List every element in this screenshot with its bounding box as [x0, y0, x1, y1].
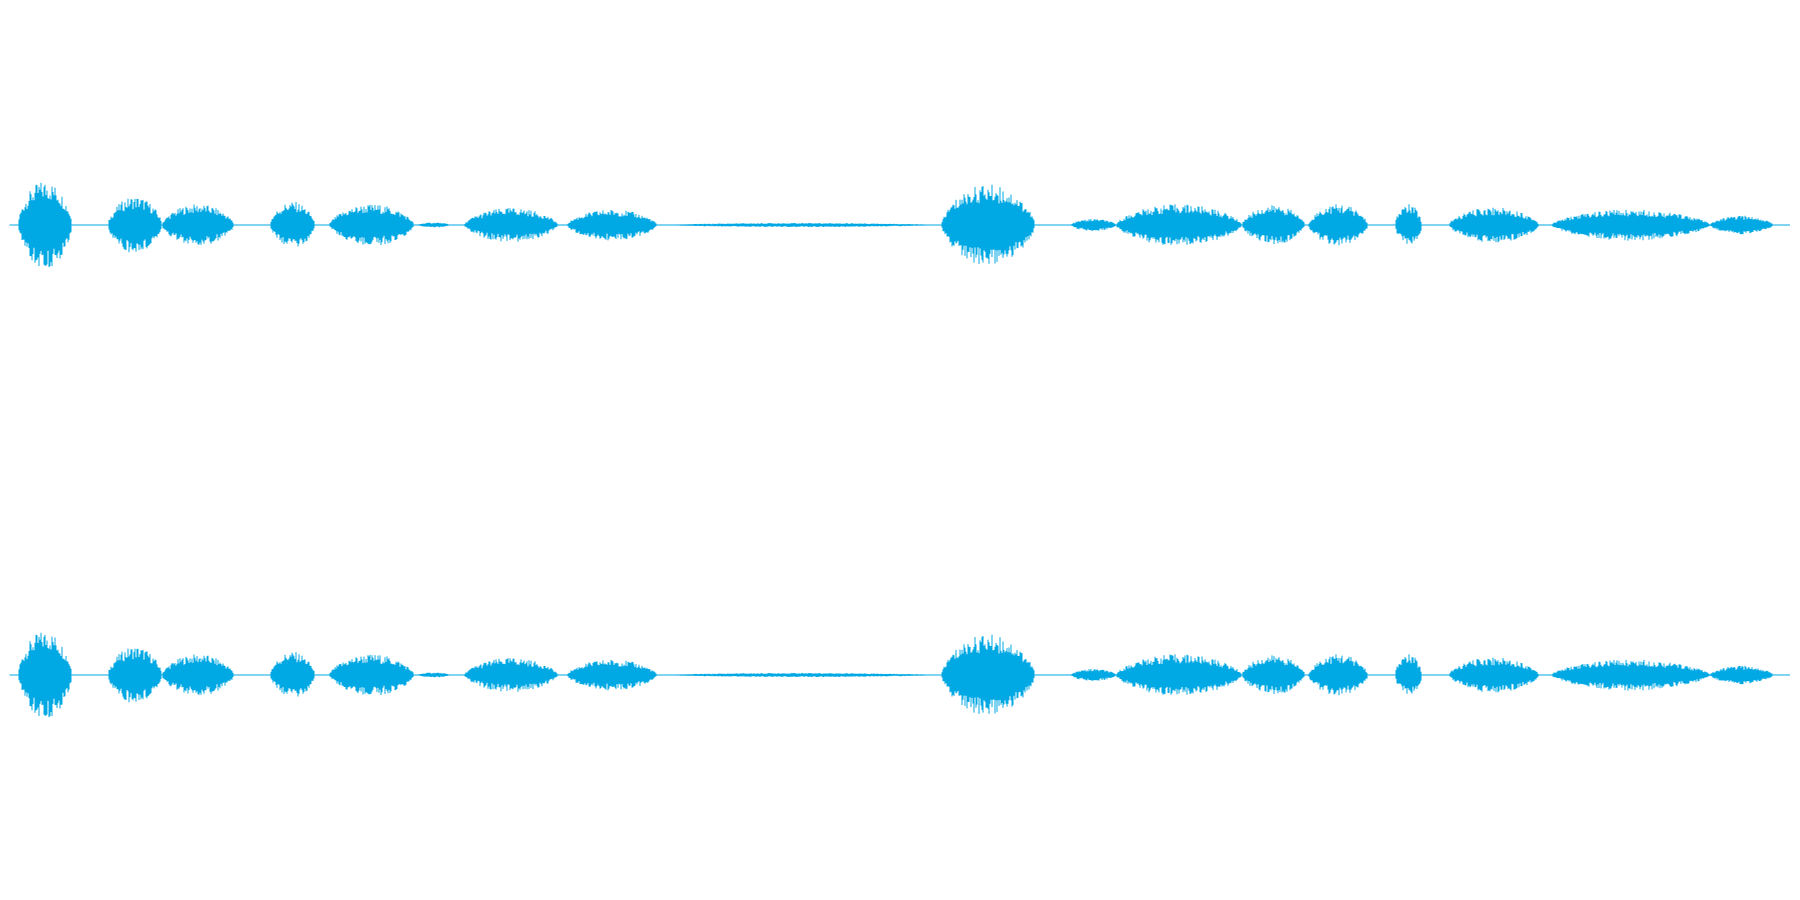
waveform-bottom-svg	[9, 632, 1790, 718]
waveform-signal	[9, 182, 1790, 268]
waveform-channel-top	[0, 165, 1800, 285]
waveform-channel-bottom	[0, 615, 1800, 735]
waveform-signal	[9, 632, 1790, 718]
waveform-top-svg	[9, 182, 1790, 268]
